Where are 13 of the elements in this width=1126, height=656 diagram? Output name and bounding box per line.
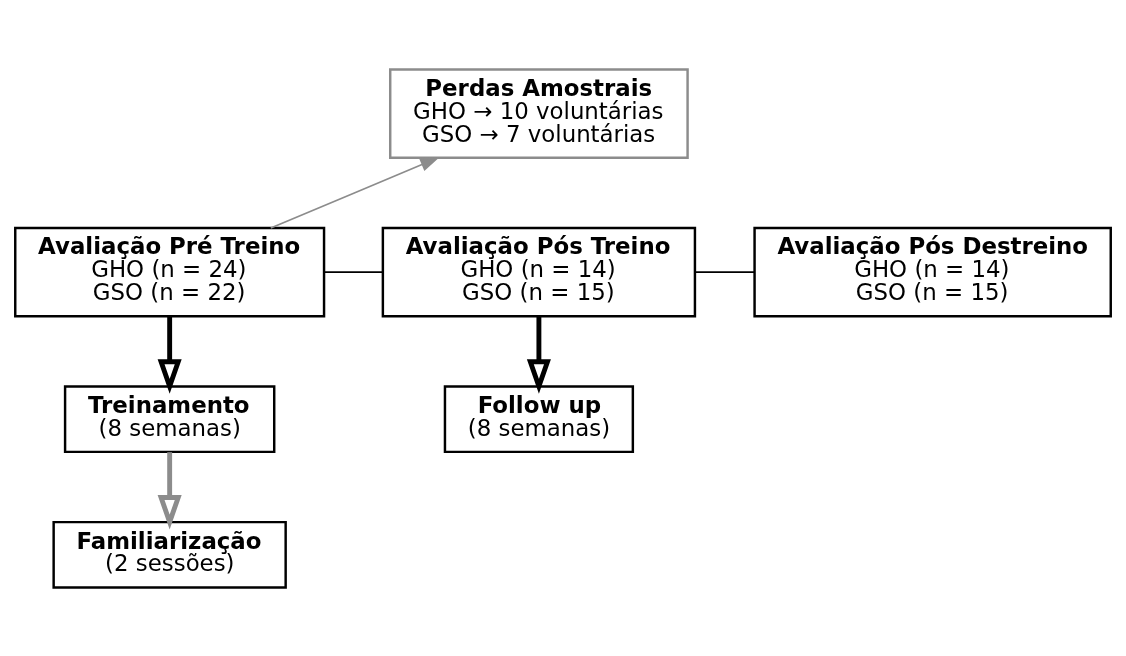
node-box: Follow up (8 semanas) [443, 384, 635, 453]
node-box: Avaliação Pós Destreino GHO (n = 14) GSO (n = 15) [753, 226, 1112, 317]
node-box: Avaliação Pré Treino GHO (n = 24) GSO (n = 22) [14, 226, 326, 317]
connector [694, 270, 756, 273]
node-box: Perdas Amostrais GHO → 10 voluntárias GSO → 7 voluntárias [389, 67, 689, 159]
arrow [157, 451, 182, 529]
node-box: Avaliação Pós Treino GHO (n = 14) GSO (n = 15) [381, 226, 697, 317]
node-box: Familiarização (2 sessões) [52, 520, 287, 589]
arrow [526, 316, 551, 394]
arrow [157, 316, 182, 394]
node-box: Treinamento (8 semanas) [63, 384, 276, 453]
connector [323, 270, 384, 273]
arrow [270, 156, 440, 229]
